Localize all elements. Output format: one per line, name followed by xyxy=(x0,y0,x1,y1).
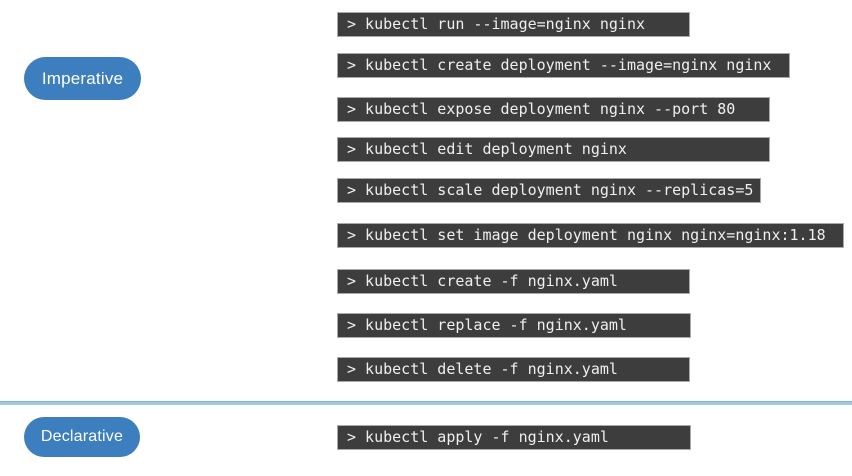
command-kubectl-replace-file: > kubectl replace -f nginx.yaml xyxy=(337,313,691,338)
command-kubectl-delete-file: > kubectl delete -f nginx.yaml xyxy=(337,357,690,382)
command-kubectl-apply-file: > kubectl apply -f nginx.yaml xyxy=(337,425,691,450)
command-kubectl-create-deployment: > kubectl create deployment --image=ngin… xyxy=(337,53,790,78)
command-kubectl-edit-deployment: > kubectl edit deployment nginx xyxy=(337,137,770,162)
section-divider xyxy=(0,401,852,405)
command-kubectl-scale-deployment: > kubectl scale deployment nginx --repli… xyxy=(337,178,761,203)
command-kubectl-expose-deployment: > kubectl expose deployment nginx --port… xyxy=(337,97,770,122)
command-kubectl-create-file: > kubectl create -f nginx.yaml xyxy=(337,269,690,294)
command-kubectl-set-image: > kubectl set image deployment nginx ngi… xyxy=(337,223,844,248)
command-kubectl-run: > kubectl run --image=nginx nginx xyxy=(337,12,690,37)
declarative-label-pill: Declarative xyxy=(24,417,140,457)
imperative-label-pill: Imperative xyxy=(24,57,141,100)
